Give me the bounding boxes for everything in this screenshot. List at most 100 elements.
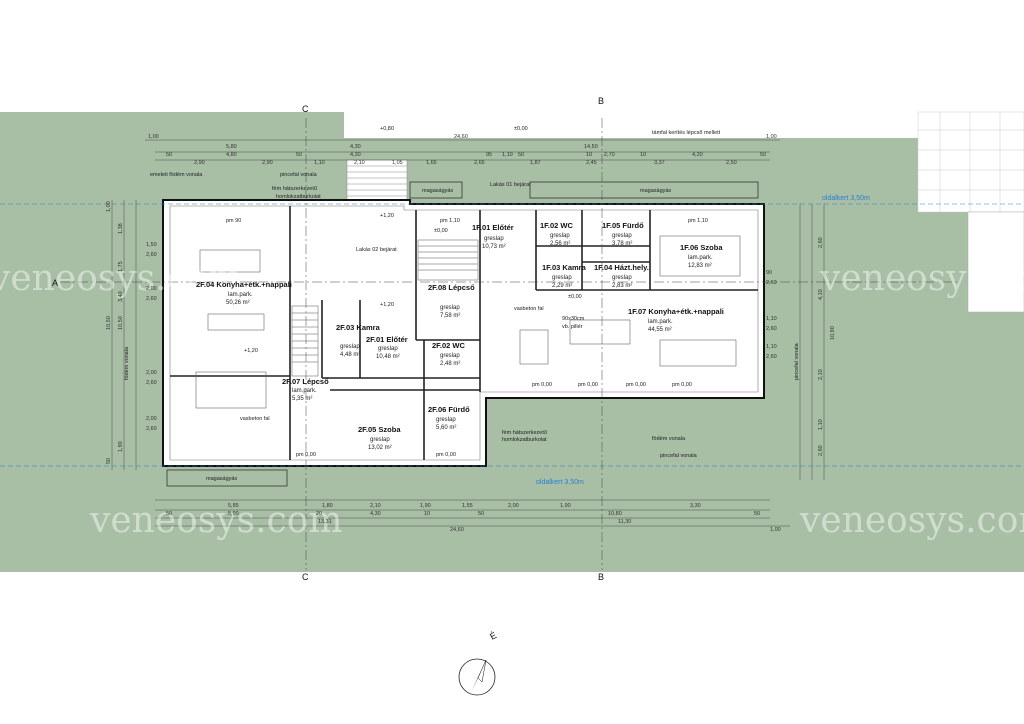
level-080: +0,80: [380, 126, 394, 132]
svg-text:2,60: 2,60: [766, 280, 777, 286]
room-2f01-floor: greslap: [378, 346, 398, 352]
dims-bottom-3: 13,31 11,30: [318, 519, 631, 525]
svg-text:2,00: 2,00: [146, 286, 157, 292]
svg-text:50: 50: [760, 152, 766, 158]
note-pincefal: pincefal vonala: [280, 172, 318, 178]
svg-text:4,30: 4,30: [370, 511, 381, 517]
note-oldalkert-top: oldalkert 3,50m: [822, 195, 870, 202]
room-2f04-floor: lam.park.: [228, 292, 253, 298]
svg-text:10: 10: [640, 152, 646, 158]
svg-text:4,80: 4,80: [226, 152, 237, 158]
stair-2f07: [291, 305, 319, 377]
svg-text:1,10: 1,10: [818, 419, 824, 430]
section-c-bottom: C: [302, 572, 309, 582]
svg-text:1,65: 1,65: [426, 160, 437, 166]
svg-text:1,38: 1,38: [118, 223, 124, 234]
svg-text:10,50: 10,50: [118, 316, 124, 330]
room-2f06-floor: greslap: [436, 417, 456, 423]
note-fem-1: fém hátszerkezetű: [272, 186, 317, 192]
svg-text:95: 95: [486, 152, 492, 158]
dims-bottom-1: 5,85 1,80 2,10 1,90 1,55 2,00 1,90 3,30: [228, 503, 701, 509]
parking-hatch: [917, 111, 1024, 213]
svg-text:50: 50: [754, 511, 760, 517]
room-2f05-name: 2F.05 Szoba: [358, 425, 401, 434]
pm000-d: pm 0,00: [672, 382, 692, 388]
pm90: pm 90: [226, 218, 241, 224]
street-strip: [344, 112, 918, 138]
svg-text:50: 50: [296, 152, 302, 158]
stair-2f08: [417, 239, 479, 281]
room-2f03-name: 2F.03 Kamra: [336, 323, 381, 332]
dims-bottom-2: 50 5,90 20 4,30 10 50 10,80 50: [166, 511, 760, 517]
svg-text:1,90: 1,90: [560, 503, 571, 509]
section-c-top: C: [302, 104, 309, 114]
svg-text:14,50: 14,50: [584, 144, 598, 150]
svg-text:10,50: 10,50: [106, 316, 112, 330]
dims-left: 1,50 2,60 2,00 2,60 2,00 2,60 2,00 2,60 …: [106, 201, 157, 464]
watermark-mid-right: veneosys.com: [819, 258, 1024, 299]
note-vasbeton-1: vasbeton fal: [240, 416, 270, 422]
room-2f01-area: 10,48 m²: [376, 354, 400, 360]
svg-text:24,60: 24,60: [454, 134, 468, 140]
dims-top-1: 1,00 5,80 4,30 24,60 14,50 1,00: [148, 134, 777, 150]
svg-text:90: 90: [766, 270, 772, 276]
room-1f02-floor: greslap: [550, 233, 570, 239]
pm000-c: pm 0,00: [626, 382, 646, 388]
room-2f03-area: 4,48 m²: [340, 352, 360, 358]
svg-text:10: 10: [586, 152, 592, 158]
room-2f05-area: 13,02 m²: [368, 445, 392, 451]
svg-text:1,10: 1,10: [766, 316, 777, 322]
room-2f02-area: 2,48 m²: [440, 361, 460, 367]
note-emeleti-fodem: emeleti födém vonala: [150, 172, 203, 178]
level-000-top: ±0,00: [514, 126, 528, 132]
note-lakas02: Lakás 02 bejárat: [356, 247, 397, 253]
svg-text:10,90: 10,90: [830, 326, 836, 340]
north-arrow-icon: [458, 658, 496, 696]
svg-text:3,40: 3,40: [118, 291, 124, 302]
svg-text:2,60: 2,60: [146, 252, 157, 258]
svg-text:13,31: 13,31: [318, 519, 332, 525]
svg-text:1,10: 1,10: [314, 160, 325, 166]
room-2f06-name: 2F.06 Fürdő: [428, 405, 470, 414]
svg-text:1,10: 1,10: [766, 344, 777, 350]
north-label: É: [488, 630, 498, 642]
note-magasagyas-3: magaságyás: [206, 476, 237, 482]
room-1f03-area: 2,29 m²: [552, 283, 572, 289]
svg-text:5,85: 5,85: [228, 503, 239, 509]
svg-text:1,00: 1,00: [148, 134, 159, 140]
svg-text:2,50: 2,50: [726, 160, 737, 166]
note-fodem-vonala: födém vonala: [652, 436, 686, 442]
pm110-a: pm 1,10: [440, 218, 460, 224]
room-2f08-area: 7,58 m²: [440, 313, 460, 319]
svg-text:2,60: 2,60: [818, 237, 824, 248]
room-1f04-name: 1F.04 Házt.hely.: [594, 263, 649, 272]
note-fodem-left: födém vonala: [124, 346, 130, 380]
svg-text:2,45: 2,45: [586, 160, 597, 166]
svg-text:1,87: 1,87: [530, 160, 541, 166]
svg-text:1,90: 1,90: [118, 441, 124, 452]
note-vasbeton-2: vasbeton fal: [514, 306, 544, 312]
pm000-b: pm 0,00: [578, 382, 598, 388]
room-1f07-floor: lam.park.: [648, 319, 673, 325]
svg-text:2,60: 2,60: [146, 380, 157, 386]
svg-text:24,60: 24,60: [450, 527, 464, 533]
svg-text:10,80: 10,80: [608, 511, 622, 517]
room-2f04-name: 2F.04 Konyha+étk.+nappali: [196, 280, 292, 289]
room-2f05-floor: greslap: [370, 437, 390, 443]
pm110-b: pm 1,10: [688, 218, 708, 224]
svg-text:2,60: 2,60: [766, 326, 777, 332]
svg-text:2,10: 2,10: [354, 160, 365, 166]
svg-text:11,30: 11,30: [618, 519, 631, 525]
planter-top-1: [409, 181, 463, 199]
svg-text:3,30: 3,30: [690, 503, 701, 509]
pm000-a: pm 0,00: [532, 382, 552, 388]
room-1f07-area: 44,55 m²: [648, 327, 672, 333]
room-2f07-area: 5,35 m²: [292, 396, 312, 402]
svg-text:1,50: 1,50: [146, 242, 157, 248]
svg-text:2,60: 2,60: [146, 296, 157, 302]
room-1f05-area: 3,78 m²: [612, 241, 632, 247]
pm000-e: pm 0,00: [296, 452, 316, 458]
note-fem-bottom-1: fém hátszerkezetű: [502, 430, 547, 436]
furniture: [195, 235, 741, 409]
